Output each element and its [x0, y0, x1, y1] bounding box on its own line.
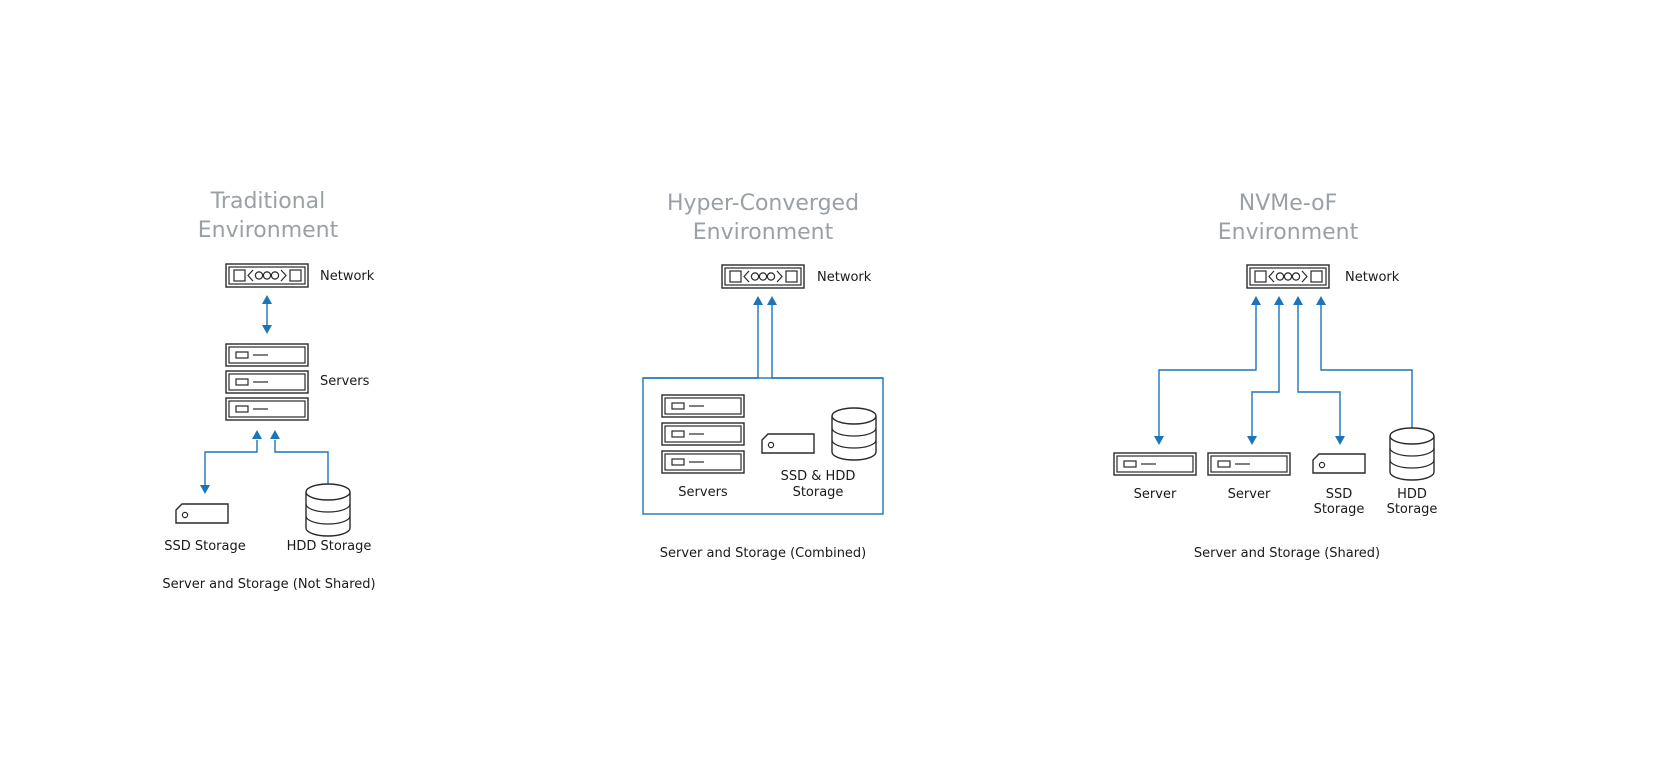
traditional-server-icon-3: [225, 397, 309, 421]
hyperconverged-servers-label: Servers: [678, 485, 728, 500]
hyperconverged-title-line1: Hyper-Converged: [667, 191, 859, 216]
hyperconverged-title-line2: Environment: [693, 220, 834, 245]
hyperconverged-network-switch-icon: [721, 264, 805, 289]
traditional-server-icon-2: [225, 370, 309, 394]
hyperconverged-caption: Server and Storage (Combined): [660, 546, 867, 561]
traditional-ssd-label: SSD Storage: [164, 539, 246, 554]
nvmeof-title-line1: NVMe-oF: [1239, 191, 1337, 216]
hyperconverged-ssd-icon: [761, 433, 815, 454]
traditional-title-line2: Environment: [198, 218, 339, 243]
hyperconverged-server-icon-1: [661, 394, 745, 418]
hyperconverged-storage-label-line1: SSD & HDD: [781, 469, 856, 484]
hyperconverged-server-icon-3: [661, 450, 745, 474]
traditional-servers-label: Servers: [320, 374, 370, 389]
hyperconverged-combined-box: [642, 377, 884, 515]
nvmeof-server-icon-2: [1207, 452, 1291, 476]
traditional-network-label: Network: [320, 269, 375, 284]
hyperconverged-server-icon-2: [661, 422, 745, 446]
traditional-panel: Traditional Environment Network Servers: [162, 189, 375, 592]
hyperconverged-storage-label-line2: Storage: [793, 485, 844, 500]
nvmeof-hdd-icon: [1389, 427, 1435, 481]
traditional-network-switch-icon: [225, 263, 309, 288]
traditional-network-servers-arrow: [262, 295, 272, 334]
nvmeof-server1-label: Server: [1134, 487, 1177, 502]
traditional-caption: Server and Storage (Not Shared): [162, 577, 375, 592]
hyperconverged-network-label: Network: [817, 270, 872, 285]
nvmeof-hdd-label-line2: Storage: [1387, 502, 1438, 517]
nvmeof-network-ssd-arrow: [1293, 296, 1345, 445]
traditional-hdd-label: HDD Storage: [287, 539, 372, 554]
traditional-server-icon-1: [225, 343, 309, 367]
nvmeof-network-server1-arrow: [1154, 296, 1261, 445]
traditional-title-line1: Traditional: [210, 189, 326, 214]
nvmeof-ssd-label-line2: Storage: [1314, 502, 1365, 517]
hyperconverged-hdd-icon: [831, 407, 877, 461]
traditional-ssd-icon: [175, 503, 229, 524]
nvmeof-ssd-label-line1: SSD: [1326, 487, 1353, 502]
nvmeof-hdd-label-line1: HDD: [1397, 487, 1427, 502]
hyperconverged-box-network-arrows: [643, 296, 883, 379]
nvmeof-ssd-icon: [1312, 453, 1366, 474]
traditional-servers-ssd-arrow: [200, 430, 262, 494]
nvmeof-network-hdd-arrow: [1316, 296, 1417, 445]
nvmeof-server-icon-1: [1113, 452, 1197, 476]
nvmeof-server2-label: Server: [1228, 487, 1271, 502]
nvmeof-network-switch-icon: [1246, 264, 1330, 289]
nvmeof-caption: Server and Storage (Shared): [1194, 546, 1380, 561]
nvmeof-network-label: Network: [1345, 270, 1400, 285]
nvmeof-network-server2-arrow: [1247, 296, 1284, 445]
traditional-hdd-icon: [305, 483, 351, 537]
nvmeof-panel: NVMe-oF Environment Network: [1113, 191, 1438, 561]
nvmeof-title-line2: Environment: [1218, 220, 1359, 245]
hyperconverged-panel: Hyper-Converged Environment Network Serv…: [642, 191, 884, 561]
